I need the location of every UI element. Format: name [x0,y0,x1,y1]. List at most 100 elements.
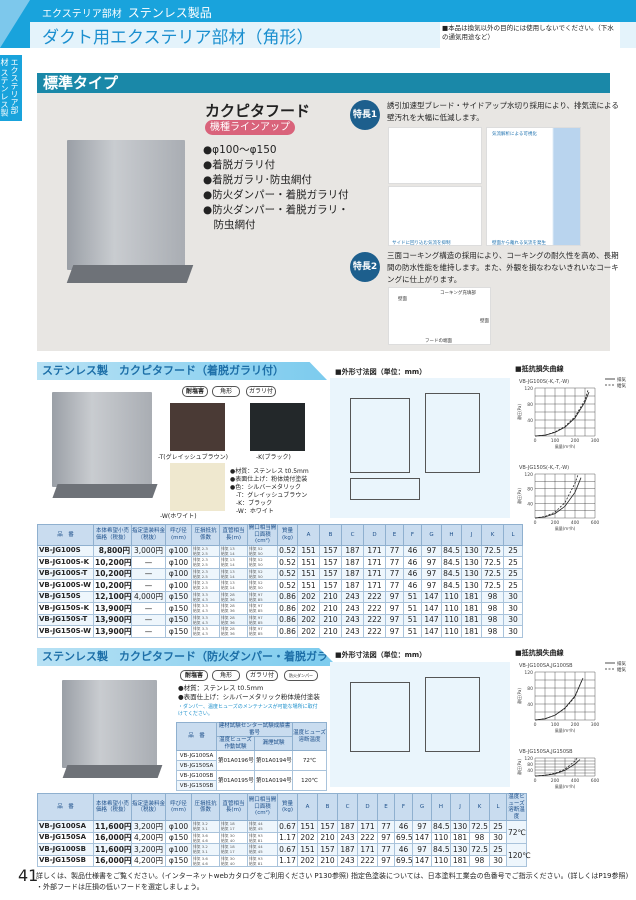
variant-image-black [250,403,305,451]
cell-sub: 給気 81 [249,837,263,843]
cell: 243 [341,613,364,626]
cell: 222 [363,590,386,603]
x-tick-label: 400 [571,778,580,784]
series-line-給気 [534,474,579,519]
page-title: ダクト用エクステリア部材（角形） [42,28,314,48]
cell-sub: 排気 52 [249,557,263,563]
cell-sub: 給気 85 [249,631,263,637]
cell: 171 [357,820,378,833]
page-number: 41 [18,866,39,885]
diagram-caption: 壁面から離れる気流を発生 [492,241,546,246]
cell-sub: 給気 2.5 [193,585,208,591]
cell: 97 [421,544,442,557]
cell: 243 [337,854,358,867]
y-tick-label: 40 [527,501,533,507]
column-header: 質量(kg) [277,524,298,546]
cell: 210 [319,590,342,603]
product-image-base [52,484,158,498]
cell: 130 [450,843,470,856]
x-tick-label: 200 [551,520,560,526]
column-header: 品 番 [37,524,94,546]
dimension-drawing-2 [330,662,510,787]
column-header: E [377,793,395,821]
spec-list: ●材質：ステンレス t0.5mm●表面仕上げ：粉体焼付塗装●色：シルバーメタリッ… [230,468,309,516]
column-header: H [441,524,462,546]
cell: 187 [337,843,358,856]
usage-notice: ■本品は換気以外の目的には使用しないでください。（下水の通気用途など） [440,22,620,52]
cell: 第01A0194号 [253,770,294,791]
cell: 222 [357,854,378,867]
cell: 25 [503,544,523,557]
y-tick-label: 80 [527,686,533,692]
cell: 222 [363,625,386,638]
header-corner [0,0,30,48]
cell: 171 [363,556,386,569]
column-header: 品 番 [37,793,94,821]
cell: 4,200円 [131,831,166,844]
cell: 147 [421,602,442,615]
cell-sub: 排気 3.6 [193,855,208,861]
cell-sub: 排気 3.3 [193,603,208,609]
tag-louver: ガラリ付 [246,670,278,681]
cell-sub: 排気 13 [221,568,235,574]
lineup-item: ●防火ダンパー・着脱ガラリ付 [203,189,349,201]
y-axis-label: 静圧(Pa) [516,759,522,775]
cell: 202 [297,831,318,844]
cell: 46 [394,843,413,856]
cell: 98 [481,625,504,638]
cell-model: VB-JG100SA [37,820,94,833]
cell: 120℃ [292,770,328,791]
cell: 243 [341,602,364,615]
cell-sub: 給気 17 [221,826,235,832]
cell: 243 [337,831,358,844]
tag-salt-resistant: 耐塩害 [182,386,208,397]
cell: 110 [441,602,462,615]
cell-model: VB-JG150S-K [37,602,94,615]
category-label: エクステリア部材 [42,9,122,20]
table-row: VB-JG150SB [176,780,327,791]
cell-sub: 給気 2.5 [193,550,208,556]
cell-sub: 給気 40 [221,860,235,866]
chart-title: VB-JG150S(-K,-T,-W) [519,465,569,471]
lineup-item: ●φ100〜φ150 [203,144,277,156]
product-image-hood [67,140,185,270]
cell-sub: 給気 4.6 [193,860,208,866]
cell: 181 [450,831,470,844]
variant-label: -T(グレイッシュブラウン) [158,454,228,461]
cell: 97 [385,625,404,638]
cell: φ150 [165,831,192,844]
cell-sub: 排気 18 [221,844,235,850]
cell-sub: 給気 4.3 [193,608,208,614]
cell: 77 [385,544,404,557]
cell: 13,900円 [93,613,132,626]
chart-title: VB-JG100S(-K,-T,-W) [519,379,569,385]
header-row: 温度ヒューズ作動試験漏煙試験 [177,736,327,751]
feature2-text: 三面コーキング構造の採用により、コーキングの耐久性を高め、長期間の防水性能を維持… [387,251,619,284]
cell: 222 [363,602,386,615]
cell: 147 [421,625,442,638]
column-header: 質量(kg) [277,793,298,821]
footer-line: ・外部フードは圧損の低いフードを選定しましょう。 [36,883,204,891]
cell: 97 [421,579,442,592]
cell: 25 [489,843,507,856]
side-tab[interactable]: エクステリア部材 ステンレス製品 [0,55,22,121]
cell: 72℃ [292,750,328,771]
column-header: K [481,524,504,546]
cell: 25 [503,567,523,580]
cell: 30 [489,831,507,844]
cell: 72.5 [481,556,504,569]
cell: 46 [403,544,422,557]
y-tick-label: 120 [524,756,533,762]
